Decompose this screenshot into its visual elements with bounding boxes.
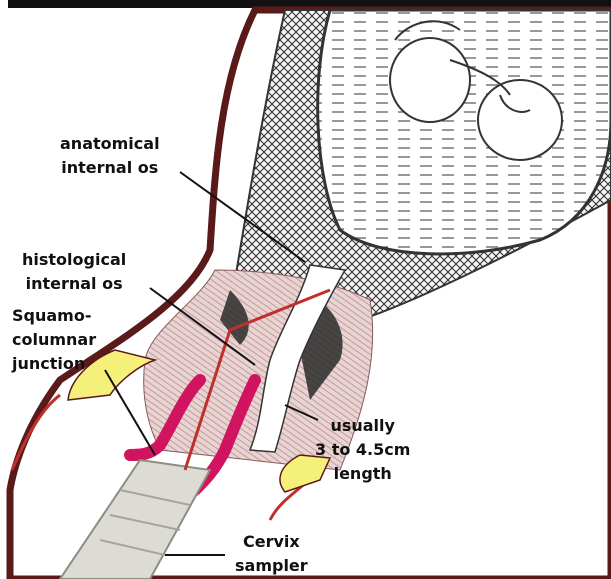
histological-os-line-1: histological (22, 248, 126, 272)
sampler-line-2: sampler (235, 554, 308, 578)
anatomical-os-line-2: internal os (60, 156, 160, 180)
anatomical-os-line-1: anatomical (60, 132, 160, 156)
anatomical-os-label: anatomical internal os (60, 132, 160, 180)
histological-os-label: histological internal os (22, 248, 126, 296)
scj-label: Squamo- columnar junction (12, 304, 96, 376)
sampler-line-1: Cervix (235, 530, 308, 554)
scj-line-2: columnar (12, 328, 96, 352)
histological-os-line-2: internal os (22, 272, 126, 296)
length-line-1: usually (315, 414, 410, 438)
sampler-label: Cervix sampler (235, 530, 308, 578)
amniotic-sac (318, 10, 611, 254)
length-label: usually 3 to 4.5cm length (315, 414, 410, 486)
scj-line-1: Squamo- (12, 304, 96, 328)
scj-line-3: junction (12, 352, 96, 376)
length-line-2: 3 to 4.5cm (315, 438, 410, 462)
length-line-3: length (315, 462, 410, 486)
